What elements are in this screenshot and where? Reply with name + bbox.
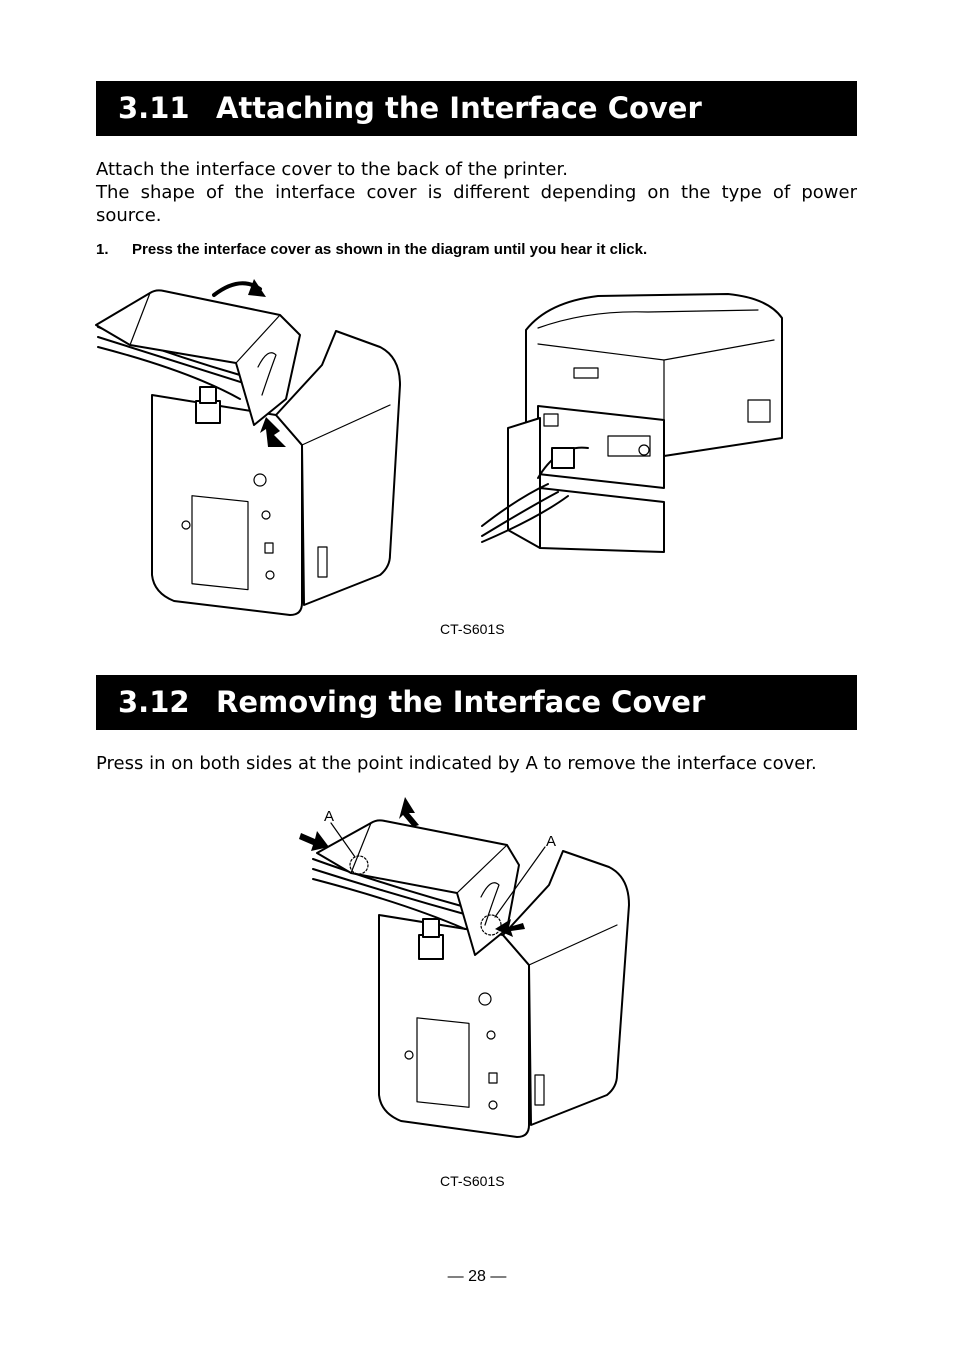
step-number: 1. bbox=[96, 241, 109, 258]
point-a-right-label: A bbox=[546, 833, 557, 850]
step-1: 1. Press the interface cover as shown in … bbox=[96, 241, 857, 258]
illustration-remove-cover bbox=[299, 797, 630, 1138]
illustration-printer-rear bbox=[481, 293, 783, 553]
figure-caption-1: CT-S601S bbox=[440, 621, 505, 637]
section-header-3-11: 3.11 Attaching the Interface Cover bbox=[96, 81, 857, 136]
section-3-12-paragraph: Press in on both sides at the point indi… bbox=[96, 753, 817, 774]
section-title: Removing the Interface Cover bbox=[216, 685, 706, 719]
page-number: — 28 — bbox=[447, 1268, 507, 1285]
figure-caption-2: CT-S601S bbox=[440, 1173, 505, 1189]
section-3-11-paragraph-line-1: Attach the interface cover to the back o… bbox=[96, 159, 568, 180]
section-3-11-paragraph-line-2: The shape of the interface cover is diff… bbox=[96, 182, 857, 203]
step-text: Press the interface cover as shown in th… bbox=[132, 241, 648, 258]
point-a-left-label: A bbox=[324, 808, 335, 825]
illustration-attach-cover bbox=[95, 279, 401, 616]
section-title: Attaching the Interface Cover bbox=[216, 91, 702, 125]
section-header-3-12: 3.12 Removing the Interface Cover bbox=[96, 675, 857, 730]
section-number: 3.11 bbox=[118, 91, 190, 125]
section-number: 3.12 bbox=[118, 685, 190, 719]
section-3-11-paragraph-line-3: source. bbox=[96, 205, 162, 226]
